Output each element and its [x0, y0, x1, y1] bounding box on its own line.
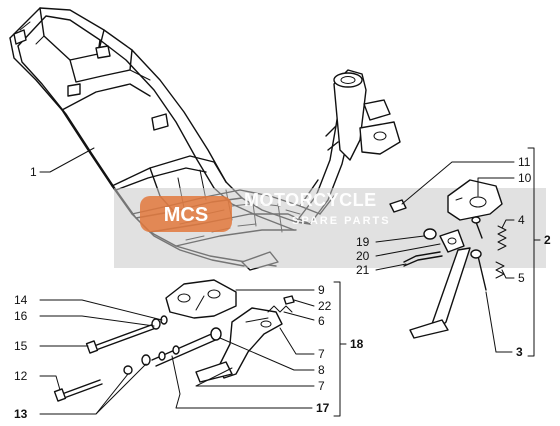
callout-20: 20	[356, 249, 370, 263]
callout-7-bottom: 7	[318, 379, 325, 393]
watermark-logo: MCS	[140, 196, 232, 232]
callout-21: 21	[356, 263, 370, 277]
callout-10: 10	[518, 171, 532, 185]
callout-3: 3	[516, 345, 523, 359]
callout-19: 19	[356, 235, 370, 249]
callout-12: 12	[14, 369, 28, 383]
side-stand-assembly	[389, 179, 507, 339]
callout-6: 6	[318, 314, 325, 328]
svg-text:MCS: MCS	[164, 204, 208, 226]
callout-1: 1	[30, 165, 37, 179]
leader-lines	[39, 147, 541, 417]
callout-8: 8	[318, 363, 325, 377]
callout-4: 4	[518, 213, 525, 227]
callout-7-top: 7	[318, 347, 325, 361]
watermark-subtitle: SPARE PARTS	[292, 215, 391, 227]
callout-16: 16	[14, 309, 28, 323]
watermark-title: MOTORCYCLE	[244, 190, 377, 210]
callout-15: 15	[14, 339, 28, 353]
callout-14: 14	[14, 293, 28, 307]
callout-22: 22	[318, 299, 332, 313]
callout-5: 5	[518, 271, 525, 285]
center-stand-assembly	[53, 279, 295, 402]
callout-2: 2	[544, 233, 551, 247]
callout-17: 17	[316, 401, 330, 415]
callout-9: 9	[318, 283, 325, 297]
callout-11: 11	[518, 155, 531, 169]
callout-13: 13	[14, 407, 28, 421]
callout-18: 18	[350, 337, 364, 351]
callout-labels: 1 2 3 4 5 6 7 8 7 9 10 11 12 13 14 15 16…	[14, 155, 551, 421]
